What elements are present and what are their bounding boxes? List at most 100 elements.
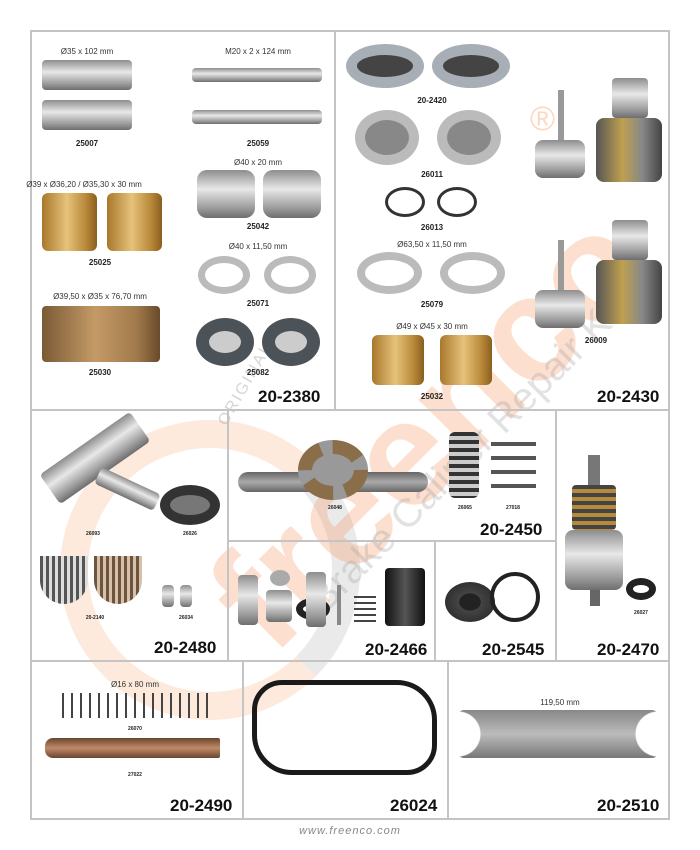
kit-code: 20-2450 (480, 520, 543, 539)
adjuster-gear-image (596, 118, 662, 182)
bushing-image (372, 335, 424, 385)
part-code: 26011 (421, 170, 443, 179)
needle-bearing-image (94, 556, 142, 604)
needle-bearing-image (40, 556, 88, 604)
adjuster-nut-image (535, 290, 585, 328)
part-code: 20-2140 (85, 615, 105, 621)
bushing-image (238, 575, 258, 625)
part-dimension: Ø63,50 x 11,50 mm (397, 240, 467, 249)
part-code: 25042 (246, 222, 270, 231)
spring-image (449, 432, 479, 498)
pin-image (42, 60, 132, 90)
adjuster-spring-image (572, 485, 616, 530)
part-code: 26034 (179, 615, 193, 621)
footer-url[interactable]: www.freenco.com (299, 825, 401, 837)
seal-image (196, 318, 254, 366)
piston-image (355, 110, 419, 165)
adjuster-tip-image (590, 590, 600, 606)
part-dimension: Ø35 x 102 mm (60, 47, 114, 56)
part-code: 25059 (246, 139, 270, 148)
spring-image (62, 693, 212, 718)
seal-image (432, 44, 510, 88)
adjuster-stem-image (588, 455, 600, 485)
ring-image (264, 256, 316, 294)
seal-image (346, 44, 424, 88)
pin-image (180, 585, 192, 607)
part-code: 26009 (584, 336, 608, 345)
adjuster-head-image (612, 220, 648, 260)
cap-ring-image (490, 572, 540, 622)
part-code: 25025 (88, 258, 112, 267)
kit-code: 20-2490 (170, 796, 233, 815)
part-dimension: Ø49 x Ø45 x 30 mm (396, 322, 468, 331)
ring-image (198, 256, 250, 294)
kit-code: 20-2510 (597, 796, 660, 815)
guide-pin-image (45, 738, 220, 758)
nut-image (270, 570, 290, 586)
part-code: 25082 (246, 368, 270, 377)
kit-code: 20-2470 (597, 640, 660, 659)
piston-image (437, 110, 501, 165)
pin-image (162, 585, 174, 607)
cap-image (197, 170, 255, 218)
ring-image (357, 252, 422, 294)
pin-image (337, 585, 341, 625)
kit-code: 20-2480 (154, 638, 217, 657)
ring-image (440, 252, 505, 294)
adjuster-shaft-image (558, 90, 564, 150)
circlip-image (385, 187, 425, 217)
part-code: 27018 (506, 505, 520, 511)
kit-code: 20-2466 (365, 640, 428, 659)
boot-image (385, 568, 425, 626)
seal-image (626, 578, 656, 600)
seal-image (262, 318, 320, 366)
part-dimension: Ø40 x 20 mm (233, 158, 283, 167)
part-code: 20-2420 (417, 96, 447, 105)
bushing-image (107, 193, 162, 251)
kit-code: 20-2545 (482, 640, 545, 659)
seal-image (160, 485, 220, 525)
part-code: 26026 (183, 531, 197, 537)
kit-code: 20-2380 (258, 387, 321, 406)
bolt-image (192, 110, 322, 124)
gear-image (298, 440, 368, 500)
adjuster-gear-image (596, 260, 662, 324)
part-dimension: Ø16 x 80 mm (110, 680, 160, 689)
part-code: 26065 (458, 505, 472, 511)
part-code: 26048 (328, 505, 342, 511)
part-dimension: Ø39 x Ø36,20 / Ø35,30 x 30 mm (26, 180, 142, 189)
adjuster-nut-image (535, 140, 585, 178)
part-code: 25030 (88, 368, 112, 377)
bolt-image (192, 68, 322, 82)
part-code: 26070 (128, 726, 142, 732)
pin-image (42, 100, 132, 130)
part-code: 26027 (634, 610, 648, 616)
gasket-image (252, 680, 437, 775)
part-dimension: 119,50 mm (540, 698, 580, 707)
guide-pin-image (306, 572, 326, 627)
kit-code: 20-2430 (597, 387, 660, 406)
bushing-image (440, 335, 492, 385)
part-dimension: Ø39,50 x Ø35 x 76,70 mm (53, 292, 147, 301)
part-code: 26013 (420, 223, 444, 232)
kit-code: 26024 (390, 796, 438, 815)
part-code: 25007 (75, 139, 99, 148)
circlip-image (437, 187, 477, 217)
part-dimension: Ø40 x 11,50 mm (228, 242, 288, 251)
cap-image (445, 582, 495, 622)
spring-image (354, 596, 376, 624)
cap-image (263, 170, 321, 218)
bushing-image (266, 590, 292, 622)
part-code: 25032 (420, 392, 444, 401)
spring-image (491, 432, 536, 498)
wrench-tool-image (458, 710, 658, 758)
sleeve-image (42, 306, 160, 362)
part-code: 25079 (420, 300, 444, 309)
adjuster-body-image (565, 530, 623, 590)
part-dimension: M20 x 2 x 124 mm (225, 47, 291, 56)
adjuster-shaft-image (558, 240, 564, 300)
part-code: 25071 (246, 299, 270, 308)
kit-panel-20-2510 (447, 660, 670, 820)
bushing-image (42, 193, 97, 251)
